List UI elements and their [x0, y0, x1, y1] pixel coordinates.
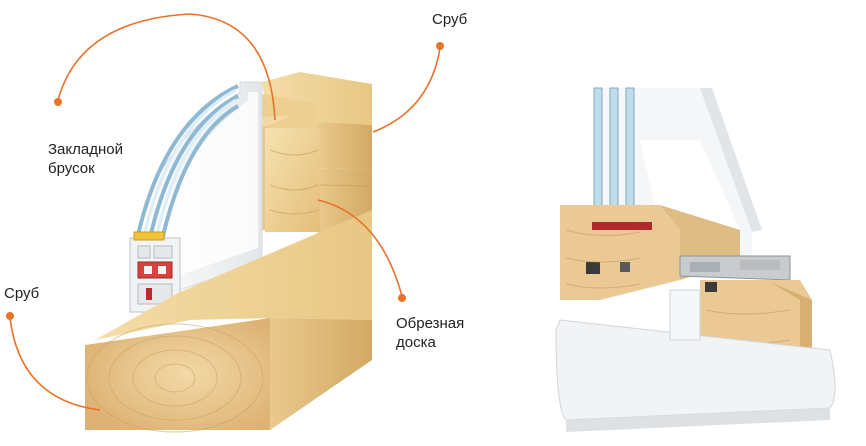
leader-obrez [317, 199, 403, 297]
label-obreznaya-line2: доска [396, 334, 436, 351]
metal-fittings [679, 255, 791, 281]
left-illustration [6, 13, 444, 433]
leader-srub-left [9, 317, 101, 411]
white-sill [555, 289, 836, 432]
leader-dot-srub-top [436, 42, 444, 50]
leader-srub-top [372, 47, 441, 133]
leader-zaklad [57, 13, 276, 121]
leader-dot-obrez [398, 294, 406, 302]
right-glass-panes [593, 87, 635, 223]
leader-lines [9, 13, 441, 411]
label-srub-left: Сруб [4, 285, 40, 302]
glass-panes [136, 84, 240, 241]
pvc-profile-section [129, 231, 181, 313]
right-illustration [555, 87, 836, 432]
label-obreznaya-line1: Обрезная [396, 315, 465, 332]
label-zakladnoy-brusok: Закладной брусок [48, 140, 123, 178]
leader-dot-srub-left [6, 312, 14, 320]
end-grain-rings [86, 323, 264, 433]
leader-dots [6, 42, 444, 320]
label-srub-top: Сруб [432, 11, 468, 28]
label-zakladnoy-line2: брусок [48, 160, 95, 177]
label-zakladnoy-line1: Закладной [48, 141, 123, 158]
label-obreznaya-doska: Обрезная доска [396, 314, 464, 352]
log-bottom [85, 210, 372, 433]
leader-dot-zaklad [54, 98, 62, 106]
